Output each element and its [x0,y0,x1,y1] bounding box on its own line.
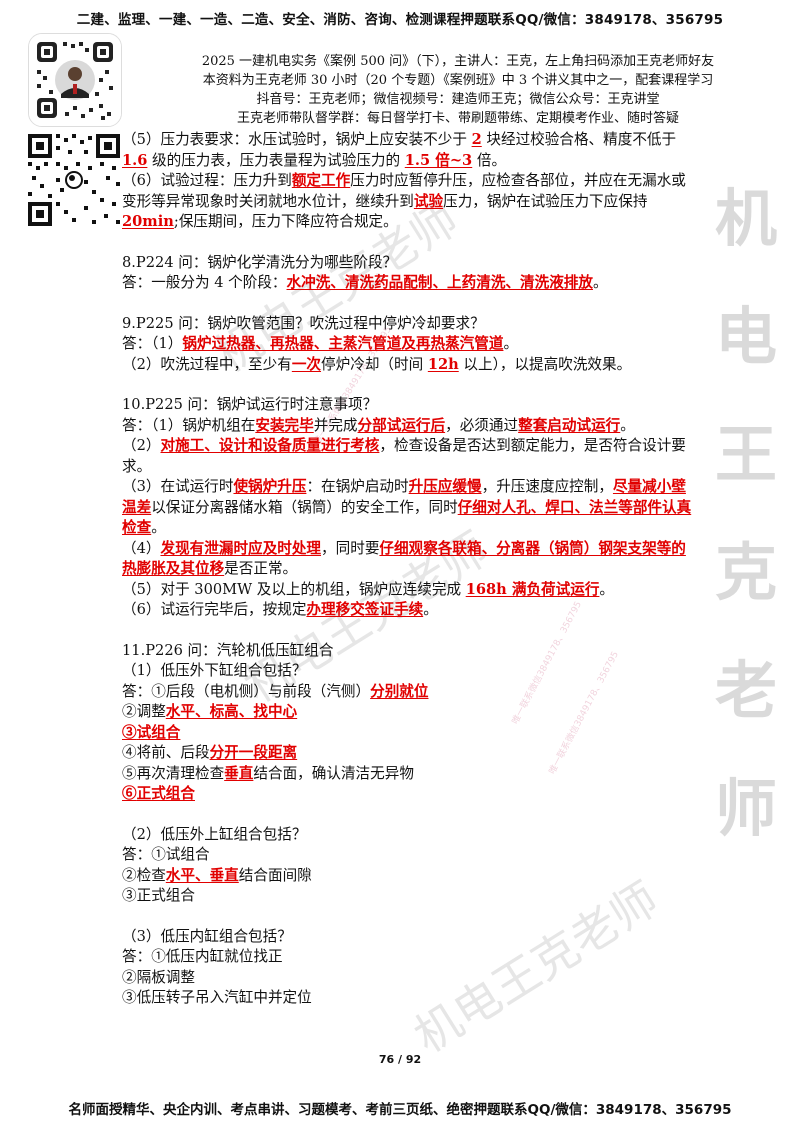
q9-question: 9.P225 问：锅炉吹管范围？吹洗过程中停炉冷却要求？ [122,314,485,332]
top-banner: 二建、监理、一建、一造、二造、安全、消防、咨询、检测课程押题联系QQ/微信：38… [76,12,724,28]
q10-answer-2: （2）对施工、设计和设备质量进行考核，检查设备是否达到额定能力，是否符合设计要求… [122,437,686,475]
q11-sub2: （2）低压外上缸组合包括？ [122,825,307,843]
watermark-char: 克 [714,536,777,609]
q11-sub1: （1）低压外下缸组合包括？ [122,662,307,679]
watermark-char: 电 [714,300,777,373]
q11-s3-line: ③低压转子吊入汽缸中并定位 [122,989,312,1006]
q11-s1-line: ⑥正式组合 [122,785,195,802]
q10-question: 10.P225 问：锅炉试运行时注意事项？ [122,396,378,413]
q11-sub3: （3）低压内缸组合包括？ [122,927,292,945]
q11-s2-line: ②检查水平、垂直结合面间隙 [122,866,312,884]
q11-s1-line: ③试组合 [122,723,181,741]
q11-question: 11.P226 问：汽轮机低压缸组合 [122,641,334,659]
q10-answer-4: （4）发现有泄漏时应及时处理，同时要仔细观察各联箱、分离器（锅筒）钢架支架等的热… [122,539,686,578]
q9-answer-2: （2）吹洗过程中，至少有一次停炉冷却（时间 12h 以上），以提高吹洗效果。 [122,355,632,373]
q8-question: 8.P224 问：锅炉化学清洗分为哪些阶段？ [122,253,398,271]
header-line-2: 本资料为王克老师 30 小时（20 个专题）《案例班》中 3 个讲义其中之一，配… [202,73,714,88]
q11-s1-line: ④将前、后段分开一段距离 [122,744,298,761]
watermark-char: 师 [714,772,777,845]
bottom-banner: 名师面授精华、央企内训、考点串讲、习题模考、考前三页纸、绝密押题联系QQ/微信：… [68,1102,732,1118]
qr-code-avatar [28,33,122,127]
q11-s1-line: 答：①后段（电机侧）与前段（汽侧）分别就位 [122,682,429,700]
q7-p5: （5）压力表要求：水压试验时，锅炉上应安装不少于 2 块经过校验合格、精度不低于… [122,131,677,169]
q11-s2-line: ③正式组合 [122,887,195,904]
header-line-1: 2025 一建机电实务《案例 500 问》（下），主讲人：王克，左上角扫码添加王… [201,54,715,69]
q7-p6: （6）试验过程：压力升到额定工作压力时应暂停升压，应检查各部位，并应在无漏水或变… [122,172,686,230]
q8-answer: 答：一般分为 4 个阶段：水冲洗、清洗药品配制、上药清洗、清洗液排放。 [122,274,608,291]
q11-s1-line: ⑤再次清理检查垂直结合面，确认清洁无异物 [122,764,414,782]
watermark-char: 老 [714,654,777,727]
q10-answer-6: （6）试运行完毕后，按规定办理移交签证手续。 [122,601,438,618]
q11-s1-line: ②调整水平、标高、找中心 [122,703,298,720]
q10-answer-3: （3）在试运行时使锅炉升压：在锅炉启动时升压应缓慢，升压速度应控制，尽量减小壁温… [122,478,692,536]
page-number: 76 / 92 [378,1053,422,1066]
qr-code-small [26,132,122,228]
header-line-3: 抖音号：王克老师；微信视频号：建造师王克；微信公众号：王克讲堂 [256,92,660,107]
header-line-4: 王克老师带队督学群：每日督学打卡、带刷题带练、定期模考作业、随时答疑 [236,111,679,126]
vertical-watermark: 机 电 王 克 老 师 [706,160,786,868]
main-content: （5）压力表要求：水压试验时，锅炉上应安装不少于 2 块经过校验合格、精度不低于… [122,130,694,1009]
header-block: 2025 一建机电实务《案例 500 问》（下），主讲人：王克，左上角扫码添加王… [128,52,788,128]
q11-s3-line: ②隔板调整 [122,968,195,986]
watermark-char: 机 [714,182,777,255]
q11-s2-line: 答：①试组合 [122,846,210,863]
watermark-char: 王 [714,418,777,491]
q11-s3-line: 答：①低压内缸就位找正 [122,948,283,965]
q10-answer-5: （5）对于 300MW 及以上的机组，锅炉应连续完成 168h 满负荷试运行。 [122,580,615,598]
q10-answer-1: 答：（1）锅炉机组在安装完毕并完成分部试运行后，必须通过整套启动试运行。 [122,416,635,434]
q9-answer-1: 答：（1）锅炉过热器、再热器、主蒸汽管道及再热蒸汽管道。 [122,335,519,352]
